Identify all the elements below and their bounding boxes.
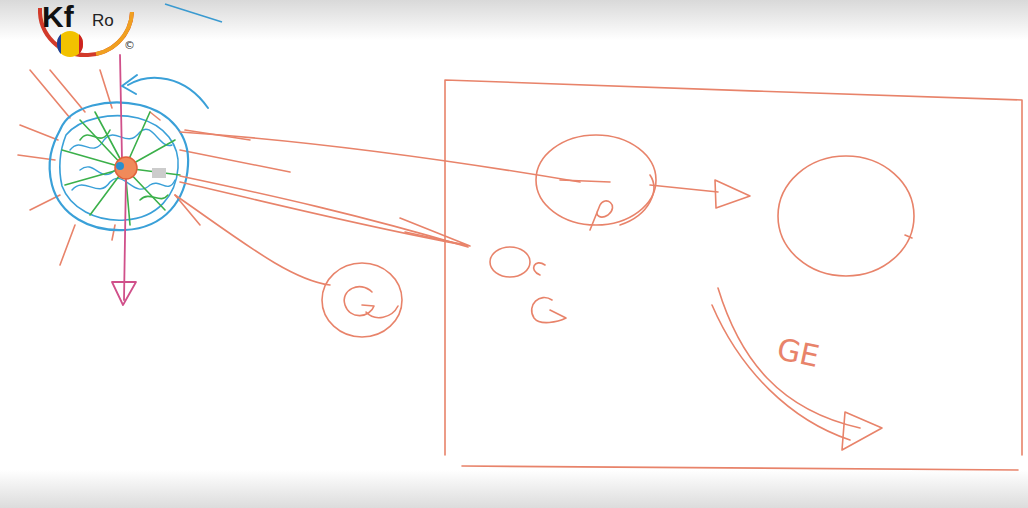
arrowhead [842,412,882,450]
arrowhead [112,282,136,305]
arrowhead [122,75,137,94]
small-circle [322,263,402,337]
logo-flag [57,31,83,57]
cell-drawing [18,55,290,305]
logo-text: Ro [92,12,114,29]
pathways [175,132,580,337]
membrane [60,116,178,220]
nucleolus [116,162,124,170]
scribble [532,263,566,323]
line [175,195,330,285]
scribble [366,306,398,318]
curve-arrow [712,305,850,440]
smudge [152,168,166,178]
arrowhead [400,218,470,246]
copyright-mark: © [124,40,135,51]
logo-flag [57,34,61,54]
scribble [560,175,654,230]
long-line [180,132,580,182]
circle [778,156,914,276]
small-oval [490,247,530,277]
compartment [445,80,1022,470]
nucleus [115,157,137,179]
rays [18,70,290,265]
logo-flag [79,34,83,54]
arrowhead [715,180,750,208]
frame [445,80,1022,470]
track [120,55,122,160]
membrane [50,102,189,230]
circle [536,135,656,225]
tick [905,235,912,238]
arrow [650,185,718,192]
inner-folds [70,129,175,190]
bottom-shade [0,470,1028,508]
scribble [344,287,374,316]
logo-text: Kf [42,2,74,32]
stray-line [165,4,222,22]
top-shade [0,0,1028,40]
curved-arrow [128,78,208,108]
handwritten-label: GE [774,334,822,372]
